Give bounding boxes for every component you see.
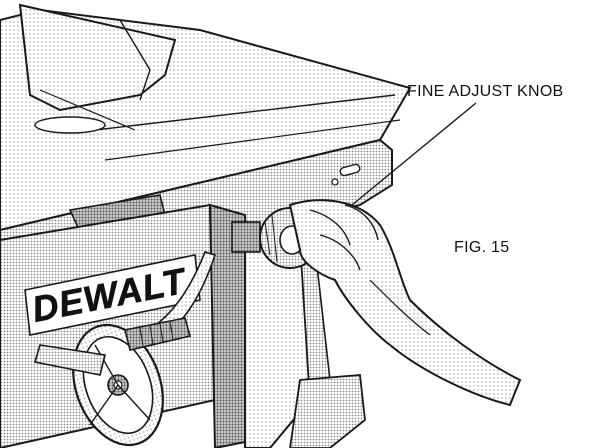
handwheel-grip bbox=[124, 317, 191, 351]
fine-adjust-knob-label: FINE ADJUST KNOB bbox=[407, 83, 564, 100]
callout-leader bbox=[351, 102, 477, 206]
figure-number: FIG. 15 bbox=[454, 239, 510, 256]
blade-slot bbox=[34, 116, 106, 134]
blade-guard bbox=[18, 3, 177, 112]
